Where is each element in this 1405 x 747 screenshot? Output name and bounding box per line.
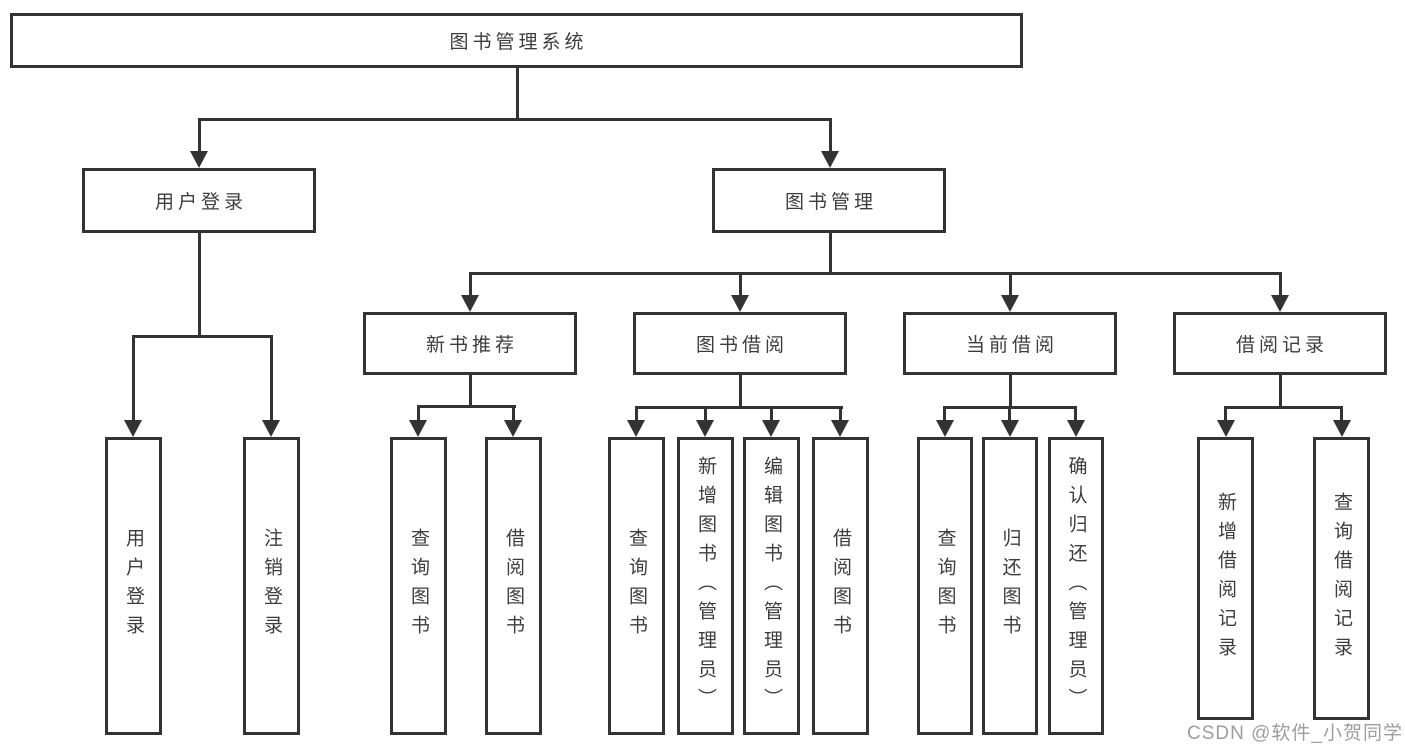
connector-borrow-stem [739,375,742,406]
leaf-label: 借阅图书 [503,528,524,644]
leaf-label: 新增借阅记录 [1215,491,1236,666]
connector-drop [943,406,946,422]
leaf-label: 确认归还（管理员） [1065,455,1087,717]
leaf-query-books-3: 查询图书 [917,437,973,735]
node-user-login: 用户登录 [82,168,316,233]
arrowhead [1217,420,1235,437]
arrowhead [409,420,427,437]
leaf-label: 查询图书 [626,528,647,644]
connector-bookmgmt-hbar [469,272,1282,275]
connector-borrow-hbar [635,406,843,409]
connector-drop [1224,406,1227,422]
connector-drop [198,118,201,153]
arrowhead [504,420,522,437]
leaf-confirm-return-admin: 确认归还（管理员） [1048,437,1104,735]
connector-root-stem [516,68,519,118]
arrowhead [627,420,645,437]
node-current-borrow: 当前借阅 [903,312,1117,375]
connector-bookmgmt-stem [829,233,832,272]
leaf-return-books: 归还图书 [982,437,1038,735]
connector-drop [1009,272,1012,297]
arrowhead [762,420,780,437]
leaf-label: 注销登录 [261,528,282,644]
leaf-label: 用户登录 [123,528,144,644]
node-borrow-records: 借阅记录 [1173,312,1387,375]
connector-drop [417,405,420,422]
leaf-user-login: 用户登录 [105,437,162,735]
leaf-add-borrow-record: 新增借阅记录 [1197,437,1254,720]
leaf-query-borrow-record: 查询借阅记录 [1313,437,1370,720]
leaf-logout: 注销登录 [243,437,300,735]
node-root: 图书管理系统 [10,13,1023,68]
connector-root-hbar [198,118,832,121]
leaf-label: 借阅图书 [830,528,851,644]
arrowhead [461,295,479,312]
connector-drop [132,335,135,422]
connector-drop [270,335,273,422]
leaf-label: 查询借阅记录 [1331,491,1352,666]
connector-drop [635,406,638,422]
connector-drop [512,405,515,422]
connector-drop [770,406,773,422]
arrowhead [1333,420,1351,437]
arrowhead [190,151,208,168]
connector-records-hbar [1224,406,1343,409]
arrowhead [1271,295,1289,312]
arrowhead [821,151,839,168]
arrowhead [1067,420,1085,437]
leaf-label: 查询图书 [408,528,429,644]
leaf-add-book-admin: 新增图书（管理员） [677,437,734,735]
connector-drop [704,406,707,422]
node-new-book-recommend: 新书推荐 [363,312,577,375]
connector-drop [1074,406,1077,422]
connector-drop [1008,406,1011,422]
arrowhead [731,295,749,312]
connector-userlogin-hbar [132,335,273,338]
connector-records-stem [1279,375,1282,406]
leaf-label: 归还图书 [999,528,1021,644]
leaf-label: 查询图书 [934,528,956,644]
csdn-watermark: CSDN @软件_小贺同学 [1187,723,1403,744]
arrowhead [1001,420,1019,437]
leaf-label: 新增图书（管理员） [695,455,716,717]
connector-drop [1340,406,1343,422]
connector-drop [839,406,842,422]
connector-userlogin-stem [198,233,201,335]
connector-drop [739,272,742,297]
arrowhead [936,420,954,437]
arrowhead [831,420,849,437]
leaf-label: 编辑图书（管理员） [761,455,782,717]
connector-drop [1279,272,1282,297]
connector-newrec-stem [469,375,472,405]
arrowhead [262,420,280,437]
leaf-borrow-books-1: 借阅图书 [485,437,542,735]
connector-drop [829,118,832,153]
node-book-management: 图书管理 [712,168,946,233]
leaf-edit-book-admin: 编辑图书（管理员） [743,437,800,735]
leaf-query-books-1: 查询图书 [390,437,447,735]
arrowhead [124,420,142,437]
connector-drop [469,272,472,297]
node-book-borrow: 图书借阅 [633,312,847,375]
connector-newrec-hbar [417,405,516,408]
leaf-borrow-books-2: 借阅图书 [812,437,869,735]
arrowhead [696,420,714,437]
leaf-query-books-2: 查询图书 [608,437,665,735]
connector-current-stem [1009,375,1012,406]
arrowhead [1001,295,1019,312]
